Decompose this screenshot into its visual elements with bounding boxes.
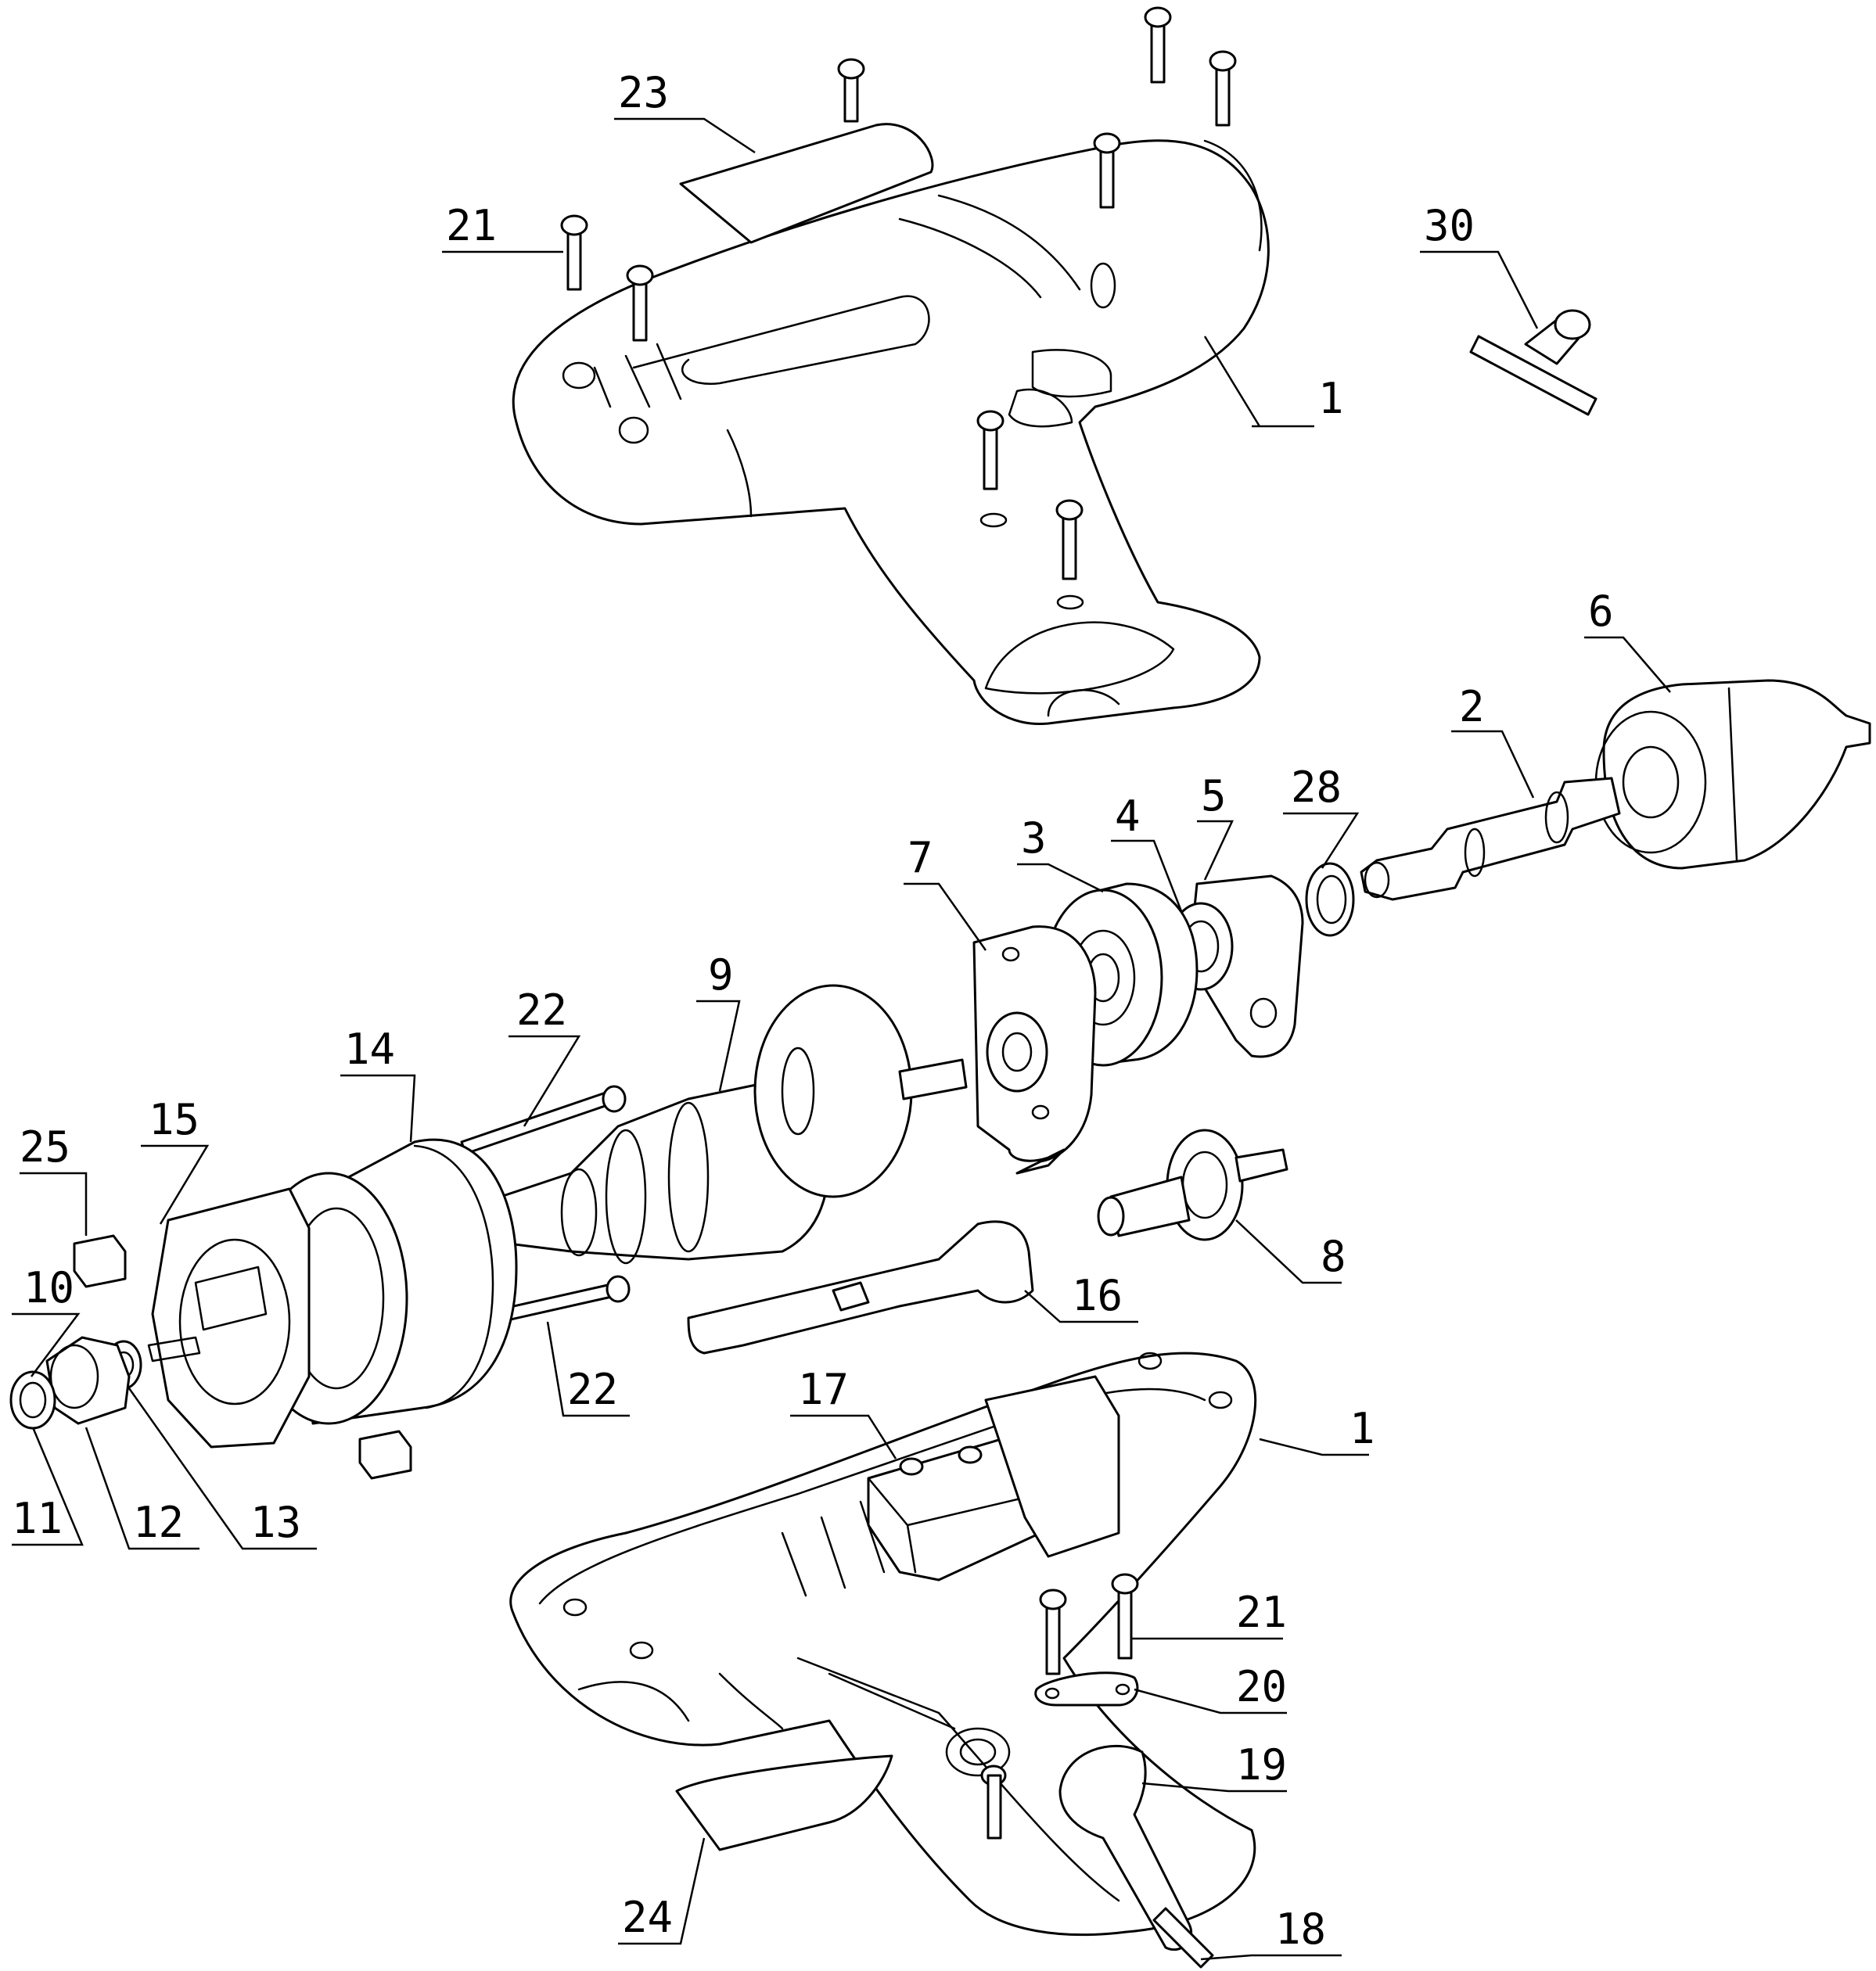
chuck-key [1469,309,1597,416]
callout-22-upper: 22 [516,986,567,1035]
callout-19: 19 [1236,1740,1287,1790]
callout-25: 25 [20,1122,70,1172]
callout-15: 15 [149,1095,199,1144]
cord-clamp-20 [1034,1671,1139,1707]
callout-14: 14 [344,1025,395,1074]
callout-22-lower: 22 [567,1365,618,1414]
callout-3: 3 [1021,813,1047,863]
switch-lever-tab [832,1281,870,1312]
callout-6: 6 [1588,587,1614,636]
callout-28: 28 [1291,763,1342,812]
callout-18: 18 [1275,1905,1326,1954]
bearing-housing-12 [45,1336,131,1425]
callout-20: 20 [1236,1662,1287,1711]
callout-17: 17 [798,1365,849,1414]
cord-protector-19 [1058,1744,1193,1951]
callout-13: 13 [250,1498,301,1547]
washer-28 [1305,862,1355,937]
callout-8: 8 [1321,1232,1346,1281]
callout-4: 4 [1115,792,1141,841]
callout-1-upper: 1 [1318,374,1344,423]
brush-holder-15 [147,1187,311,1449]
callout-2: 2 [1459,682,1485,731]
spindle-shaft [1360,777,1621,901]
callout-12: 12 [133,1498,184,1547]
upper-housing-shell [512,139,1270,726]
armature-9 [499,984,968,1265]
spring-ring-11 [9,1370,56,1430]
callout-16: 16 [1072,1271,1123,1320]
callout-21-lower: 21 [1236,1588,1287,1637]
callout-7: 7 [907,833,933,882]
gear-housing-plate-7 [972,925,1097,1175]
power-cord-18 [1152,1907,1214,1969]
callout-5: 5 [1201,771,1227,820]
housing-screws-upper [560,6,1237,610]
callout-24: 24 [622,1893,673,1942]
gearbox-cover [984,1375,1120,1558]
callout-30: 30 [1424,201,1475,250]
carbon-brushes-25 [73,1234,412,1480]
callout-9: 9 [708,950,734,1000]
callout-1-lower: 1 [1349,1404,1375,1453]
leader-lines [12,117,1671,1961]
intermediate-gear-8 [1097,1129,1288,1241]
callout-10: 10 [23,1263,74,1312]
switch-box-17 [867,1438,1042,1581]
housing-screws-lower [1039,1573,1139,1675]
label-plate-bottom [675,1754,893,1851]
callout-11: 11 [12,1494,63,1543]
label-plate-top [679,123,934,244]
callout-21-upper: 21 [446,201,497,250]
callout-labels: 1 1 2 3 4 5 6 7 8 9 10 11 12 13 14 15 16… [12,68,1614,1954]
drill-chuck [1594,679,1871,870]
callout-23: 23 [618,68,669,117]
